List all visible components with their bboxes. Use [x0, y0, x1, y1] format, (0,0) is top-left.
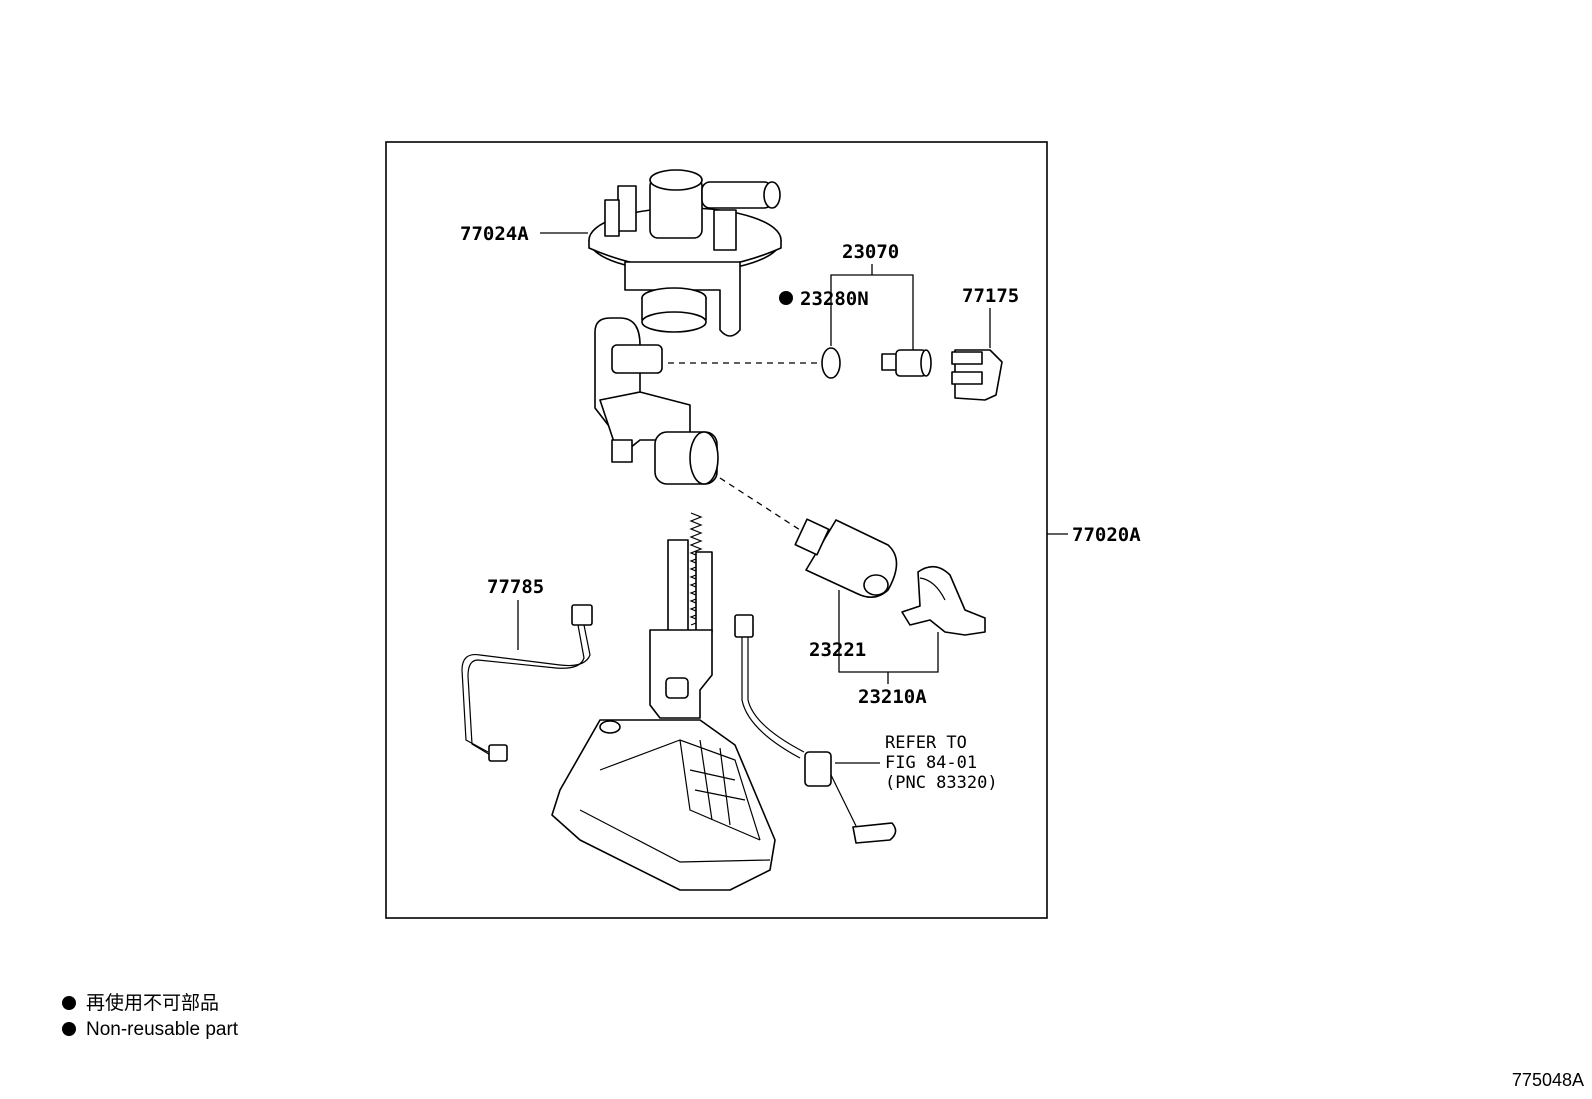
wire-harness-drawing: [461, 604, 593, 762]
legend-dot-icon: [62, 1022, 76, 1036]
fuel-pressure-regulator-drawing: [881, 349, 932, 377]
reference-line-2: FIG 84-01: [885, 753, 977, 773]
legend-japanese: 再使用不可部品: [62, 991, 219, 1017]
non-reusable-marker-icon: [779, 291, 793, 305]
legend-english-text: Non-reusable part: [86, 1019, 239, 1040]
legend-japanese-text: 再使用不可部品: [86, 993, 220, 1014]
label-77024A: 77024A: [460, 223, 529, 245]
regulator-clip-drawing: [951, 349, 1003, 401]
label-77020A: 77020A: [1072, 524, 1141, 546]
fuel-sender-harness-drawing: [734, 614, 897, 844]
o-ring-drawing: [821, 347, 841, 379]
reference-line-3: (PNC 83320): [885, 773, 998, 793]
fuel-pump-bracket-drawing: [901, 565, 986, 636]
figure-code: 775048A: [1511, 1070, 1584, 1090]
label-23280N: 23280N: [800, 288, 869, 310]
assembly-frame: [385, 141, 1048, 919]
fuel-pump-drawing: [794, 518, 898, 598]
label-77785: 77785: [487, 576, 544, 598]
legend-dot-icon: [62, 996, 76, 1010]
legend-english: Non-reusable part: [62, 1017, 238, 1043]
label-77175: 77175: [962, 285, 1019, 307]
fuel-pump-flange-drawing: [588, 169, 782, 485]
label-23070: 23070: [842, 241, 899, 263]
label-23221: 23221: [809, 639, 866, 661]
label-23210A: 23210A: [858, 686, 927, 708]
reference-line-1: REFER TO: [885, 733, 967, 753]
spring-rod-drawing: [649, 512, 713, 719]
pump-bottom-case-drawing: [551, 719, 776, 891]
